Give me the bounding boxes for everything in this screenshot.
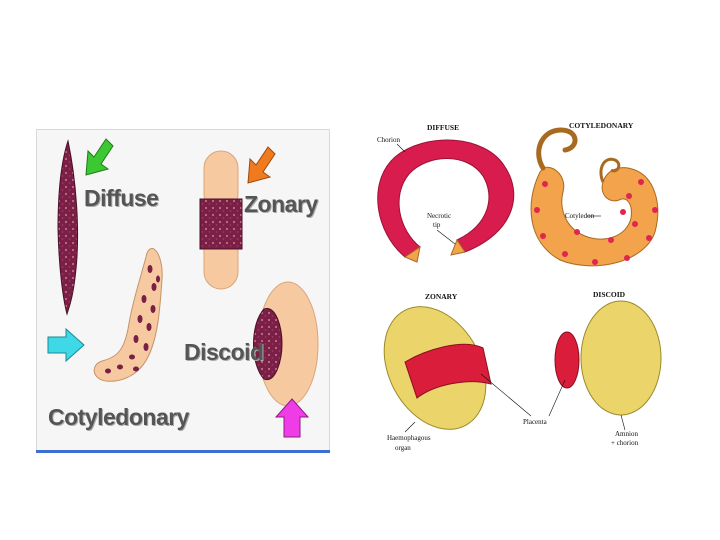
cotyledonary-arrow xyxy=(48,329,84,361)
zonary-band xyxy=(200,199,242,249)
label-diffuse: Diffuse xyxy=(84,185,158,212)
annotation-necrotic: Necrotic xyxy=(427,212,451,220)
annotation-haemophagous: Haemophagous xyxy=(387,434,431,442)
zonary-arrow xyxy=(248,147,275,183)
annotation-chorion: Chorion xyxy=(377,136,400,144)
title-zonary: ZONARY xyxy=(425,292,457,301)
annotation-organ: organ xyxy=(395,444,411,452)
annotation-amnion: Amnion xyxy=(615,430,638,438)
title-diffuse: DIFFUSE xyxy=(427,123,459,132)
right-placenta-diagram: DIFFUSE COTYLEDONARY ZONARY DISCOID Chor… xyxy=(365,112,670,468)
annotation-tip: tip xyxy=(433,221,440,229)
title-cotyledonary: COTYLEDONARY xyxy=(569,121,633,130)
discoid-sac xyxy=(581,301,661,415)
label-cotyledonary: Cotyledonary xyxy=(48,404,189,431)
left-placenta-illustration: Diffuse Zonary Discoid Cotyledonary xyxy=(36,129,330,451)
annotation-cotyledon: Cotyledon xyxy=(565,212,594,220)
diffuse-placenta-shape xyxy=(58,141,78,314)
discoid-placenta xyxy=(555,332,579,388)
annotation-placenta: Placenta xyxy=(523,418,547,426)
diffuse-chorion-shape xyxy=(378,140,514,257)
title-discoid: DISCOID xyxy=(593,290,625,299)
left-illustration-art xyxy=(36,129,330,451)
diffuse-arrow xyxy=(86,139,113,175)
label-zonary: Zonary xyxy=(244,191,318,218)
cotyledonary-curl-left xyxy=(539,130,575,168)
annotation-chorion-2: + chorion xyxy=(611,439,638,447)
label-discoid: Discoid xyxy=(184,339,264,366)
